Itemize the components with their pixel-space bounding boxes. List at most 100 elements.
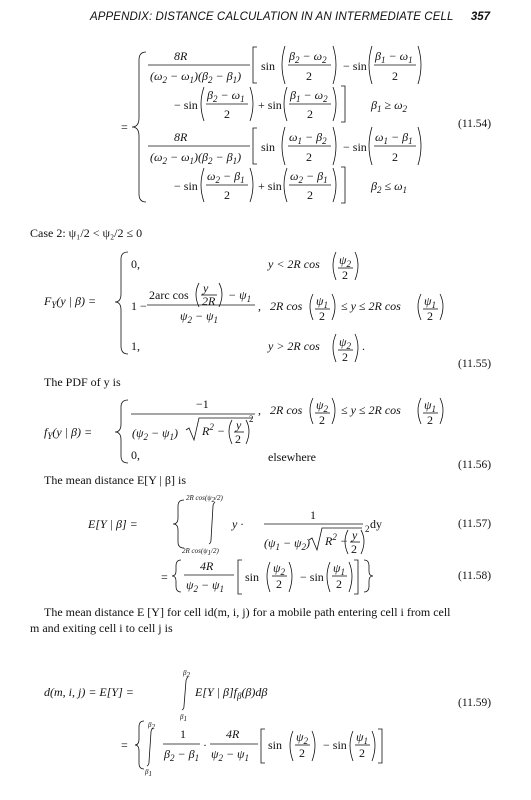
- svg-text:β1: β1: [179, 713, 187, 723]
- svg-text:β2 − ω1: β2 − ω1: [206, 88, 245, 104]
- svg-text:R2 −: R2 −: [201, 422, 225, 438]
- svg-text:fY(y | β) =: fY(y | β) =: [44, 425, 92, 441]
- svg-text:R2 −: R2 −: [324, 532, 348, 548]
- svg-text:2: 2: [351, 542, 357, 556]
- svg-text:8R: 8R: [174, 130, 188, 144]
- svg-text:=: =: [121, 120, 128, 134]
- svg-text:+ sin: + sin: [258, 98, 282, 112]
- equation-number-11-59: (11.59): [458, 697, 492, 709]
- svg-text:2: 2: [359, 746, 365, 760]
- pdf-intro-text: The PDF of y is: [44, 375, 121, 389]
- svg-text:ψ2: ψ2: [316, 398, 328, 414]
- equation-11-59: d(m, i, j) = E[Y] = β2 β1 E[Y | β]fβ(β)d…: [44, 669, 383, 778]
- svg-text:1: 1: [310, 508, 316, 522]
- svg-text:β1 − ω2: β1 − ω2: [289, 88, 328, 104]
- svg-text:ψ1: ψ1: [316, 294, 328, 310]
- svg-text:2: 2: [276, 577, 282, 591]
- svg-text:ψ1: ψ1: [424, 294, 436, 310]
- svg-text:2: 2: [392, 150, 398, 164]
- svg-text:dy: dy: [370, 517, 382, 531]
- svg-text:2: 2: [235, 432, 241, 446]
- svg-text:− sin: − sin: [323, 738, 347, 752]
- equation-11-56: fY(y | β) = −1 (ψ2 − ψ1) R2 − y 2 2 , 2R…: [44, 397, 444, 464]
- svg-text:0,: 0,: [131, 448, 140, 462]
- svg-text:β1 − ω1: β1 − ω1: [374, 49, 413, 65]
- equation-number-11-56: (11.56): [458, 459, 492, 471]
- svg-text:−1: −1: [196, 397, 209, 411]
- svg-text:2R cos(ψ1/2): 2R cos(ψ1/2): [182, 547, 219, 557]
- svg-text:ω1 − β2: ω1 − β2: [289, 130, 327, 146]
- svg-text:2R cos: 2R cos: [270, 403, 303, 417]
- svg-text:≤ y ≤ 2R cos: ≤ y ≤ 2R cos: [341, 403, 401, 417]
- svg-text:ψ2: ψ2: [296, 730, 308, 746]
- svg-text:sin: sin: [261, 59, 275, 73]
- equation-number-11-55: (11.55): [458, 358, 492, 370]
- svg-text:β2 ≤ ω1: β2 ≤ ω1: [370, 179, 407, 195]
- svg-text:y: y: [351, 528, 358, 542]
- svg-text:E[Y | β]fβ(β)dβ: E[Y | β]fβ(β)dβ: [194, 685, 267, 701]
- svg-text:,: ,: [258, 403, 261, 417]
- svg-text:4R: 4R: [200, 559, 214, 573]
- svg-text:ψ2 − ψ1: ψ2 − ψ1: [186, 578, 224, 594]
- svg-text:FY(y | β) =: FY(y | β) =: [43, 294, 96, 310]
- svg-text:2: 2: [307, 188, 313, 202]
- svg-text:− sin: − sin: [174, 179, 198, 193]
- svg-text:2: 2: [427, 309, 433, 323]
- svg-text:β2: β2: [182, 669, 191, 679]
- svg-text:2: 2: [392, 69, 398, 83]
- svg-text:E[Y | β] =: E[Y | β] =: [87, 517, 138, 531]
- svg-text:y > 2R cos: y > 2R cos: [267, 339, 320, 353]
- svg-text:+ sin: + sin: [258, 179, 282, 193]
- svg-text:β1 ≥ ω2: β1 ≥ ω2: [370, 98, 408, 114]
- svg-text:0,: 0,: [131, 257, 140, 271]
- svg-text:− sin: − sin: [174, 98, 198, 112]
- svg-text:− sin: − sin: [300, 570, 324, 584]
- svg-text:2R: 2R: [202, 294, 216, 308]
- running-header: APPENDIX: DISTANCE CALCULATION IN AN INT…: [90, 11, 490, 27]
- svg-text:,: ,: [258, 299, 261, 313]
- svg-text:y < 2R cos: y < 2R cos: [267, 257, 320, 271]
- svg-text:2: 2: [319, 309, 325, 323]
- svg-text:4R: 4R: [226, 727, 240, 741]
- equation-11-58: = 4R ψ2 − ψ1 sin ψ2 2 − sin ψ1 2: [161, 559, 374, 595]
- equation-11-55: FY(y | β) = 0, y < 2R cos ψ2 2 1 − 2arc …: [43, 251, 444, 364]
- svg-text:1 −: 1 −: [131, 299, 147, 313]
- svg-text:≤ y ≤ 2R cos: ≤ y ≤ 2R cos: [341, 299, 401, 313]
- svg-text:y: y: [235, 418, 242, 432]
- elsewhere-label: elsewhere: [268, 450, 316, 464]
- svg-text:ψ2 − ψ1: ψ2 − ψ1: [211, 747, 249, 763]
- svg-text:y: y: [202, 281, 209, 295]
- svg-text:− ψ1: − ψ1: [228, 288, 251, 304]
- svg-text:sin: sin: [245, 570, 259, 584]
- svg-text:sin: sin: [261, 140, 275, 154]
- svg-text:.: .: [362, 339, 365, 353]
- cell-distance-intro-line1: The mean distance E [Y] for cell id(m, i…: [44, 605, 451, 619]
- svg-text:− sin: − sin: [343, 140, 367, 154]
- svg-text:ω2 − β1: ω2 − β1: [290, 169, 328, 185]
- svg-text:sin: sin: [268, 738, 282, 752]
- svg-text:2arc cos: 2arc cos: [149, 288, 189, 302]
- svg-text:2: 2: [336, 577, 342, 591]
- svg-text:2: 2: [342, 350, 348, 364]
- mean-distance-intro: The mean distance E[Y | β] is: [44, 473, 187, 487]
- cell-distance-intro-line2: m and exiting cell i to cell j is: [30, 621, 173, 635]
- svg-text:ψ2: ψ2: [339, 335, 351, 351]
- svg-text:ψ2: ψ2: [273, 561, 285, 577]
- svg-text:2R cos: 2R cos: [270, 299, 303, 313]
- running-title: APPENDIX: DISTANCE CALCULATION IN AN INT…: [90, 11, 454, 23]
- svg-text:2: 2: [365, 524, 370, 534]
- svg-text:8R: 8R: [174, 49, 188, 63]
- svg-text:ψ1: ψ1: [424, 398, 436, 414]
- svg-text:ω2 − β1: ω2 − β1: [207, 169, 245, 185]
- svg-text:2: 2: [307, 107, 313, 121]
- svg-text:2: 2: [427, 413, 433, 427]
- case-2-heading: Case 2: ψ₁/2 < ψ₂/2 ≤ 0: [30, 226, 143, 240]
- svg-text:ψ1: ψ1: [356, 730, 368, 746]
- svg-text:=: =: [161, 570, 168, 584]
- svg-text:β2: β2: [147, 721, 156, 731]
- svg-text:2: 2: [342, 268, 348, 282]
- svg-text:2: 2: [306, 69, 312, 83]
- svg-text:2: 2: [299, 746, 305, 760]
